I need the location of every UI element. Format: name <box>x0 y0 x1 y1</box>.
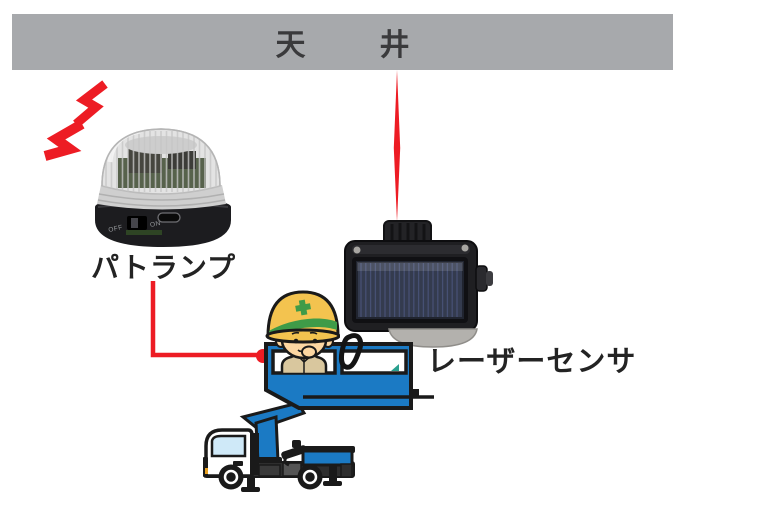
ceiling-bar: 天 井 <box>12 14 673 70</box>
flash-spark-icon <box>43 80 108 161</box>
lamp-switch-off-label: OFF <box>108 224 124 234</box>
sensor-knob <box>475 265 488 292</box>
worker <box>265 290 340 374</box>
lamp-usb-port <box>157 212 181 223</box>
lamp-switch-on-label: ON <box>149 220 161 229</box>
laser-sensor-label: レーザーセンサ <box>427 346 637 378</box>
truck <box>203 428 355 492</box>
worker-hand <box>301 345 317 359</box>
truck-window <box>210 434 247 458</box>
laser-beam <box>393 70 401 222</box>
patrol-lamp-connector-line <box>150 281 260 358</box>
carabiner-hook-icon <box>338 333 364 370</box>
patrol-lamp-device: OFF ON <box>95 128 231 247</box>
patrol-lamp-label: パトランプ <box>91 252 237 283</box>
truck-front-wheel <box>218 464 244 490</box>
ceiling-label: 天 井 <box>275 29 432 62</box>
truck-rear-wheel <box>297 464 323 490</box>
aerial-work-platform <box>203 290 434 492</box>
laser-sensor-device <box>344 220 493 348</box>
